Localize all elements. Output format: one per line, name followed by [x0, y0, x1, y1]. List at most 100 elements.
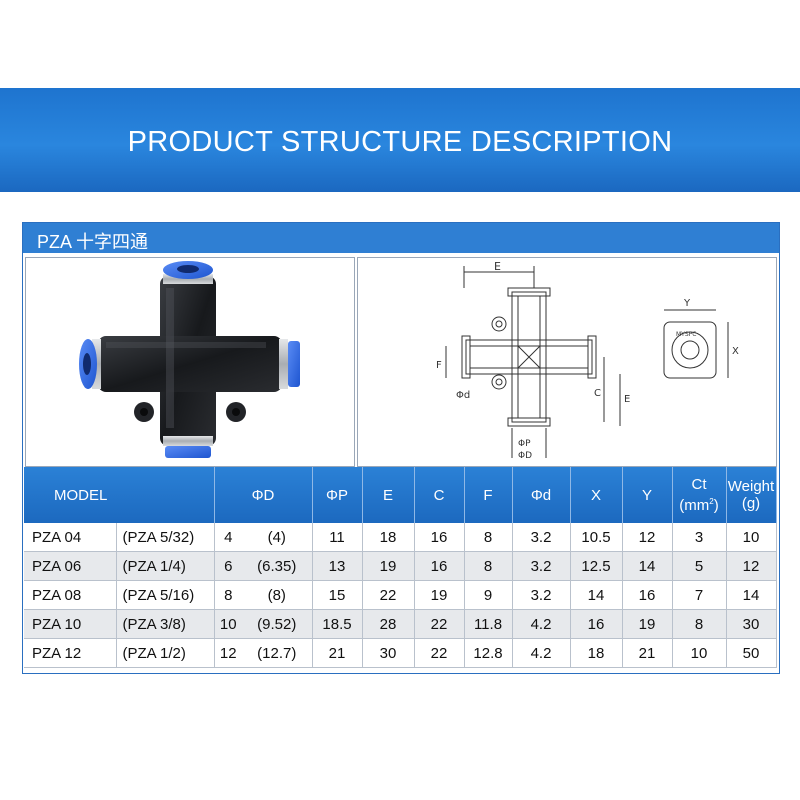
col-e: E [362, 467, 415, 523]
col-weight-line1: Weight [727, 478, 775, 495]
cell-model-inch: (PZA 3/8) [116, 609, 215, 639]
cell-model: PZA 12 [24, 638, 117, 668]
cell-e: 22 [362, 580, 415, 610]
cell-x: 10.5 [570, 523, 623, 552]
cell-d: 4 [214, 523, 242, 552]
cell-p: 21 [312, 638, 363, 668]
cell-model-inch: (PZA 1/2) [116, 638, 215, 668]
cell-d: 12 [214, 638, 242, 668]
cell-phid: 3.2 [512, 580, 571, 610]
dim-phid: Φd [456, 390, 470, 401]
col-x: X [570, 467, 623, 523]
cell-ct: 5 [672, 551, 727, 581]
cell-p: 11 [312, 523, 363, 552]
cell-model: PZA 10 [24, 609, 117, 639]
cell-f: 8 [464, 551, 513, 581]
col-weight-line2: (g) [741, 495, 761, 512]
cell-d-inch: (8) [242, 580, 313, 610]
cell-p: 13 [312, 551, 363, 581]
cell-phid: 3.2 [512, 523, 571, 552]
cell-ct: 10 [672, 638, 727, 668]
cell-d-inch: (4) [242, 523, 313, 552]
cell-weight: 50 [726, 638, 777, 668]
dimension-drawing: E F Φd [436, 260, 739, 461]
col-phi-d: ΦD [214, 467, 313, 523]
cell-f: 12.8 [464, 638, 513, 668]
product-header: PZA 十字四通 [23, 223, 779, 253]
cell-model-inch: (PZA 5/16) [116, 580, 215, 610]
cell-x: 12.5 [570, 551, 623, 581]
cell-model: PZA 08 [24, 580, 117, 610]
cell-ct: 3 [672, 523, 727, 552]
cell-x: 16 [570, 609, 623, 639]
cell-d: 6 [214, 551, 242, 581]
cell-model: PZA 06 [24, 551, 117, 581]
product-title: PZA 十字四通 [37, 232, 149, 252]
cell-x: 14 [570, 580, 623, 610]
cell-e: 19 [362, 551, 415, 581]
cell-y: 12 [622, 523, 673, 552]
cell-p: 18.5 [312, 609, 363, 639]
cell-phid: 4.2 [512, 609, 571, 639]
cell-c: 19 [414, 580, 465, 610]
cell-c: 22 [414, 609, 465, 639]
cell-model: PZA 04 [24, 523, 117, 552]
cell-d: 8 [214, 580, 242, 610]
cell-d-inch: (6.35) [242, 551, 313, 581]
col-ct-close: ) [713, 497, 719, 514]
cell-weight: 10 [726, 523, 777, 552]
cell-c: 22 [414, 638, 465, 668]
brand-mark: MYSPC [676, 331, 696, 338]
col-ct: Ct (mm2) [672, 467, 727, 523]
dim-e-top: E [494, 260, 501, 273]
cell-ct: 8 [672, 609, 727, 639]
cell-f: 9 [464, 580, 513, 610]
cell-d-inch: (9.52) [242, 609, 313, 639]
cell-ct: 7 [672, 580, 727, 610]
cell-y: 21 [622, 638, 673, 668]
col-phi-p: ΦP [312, 467, 363, 523]
dim-phid-bottom: ΦD [518, 451, 532, 461]
col-y: Y [622, 467, 673, 523]
product-photo-panel [25, 257, 355, 467]
cell-f: 8 [464, 523, 513, 552]
col-ct-sup: 2 [709, 497, 714, 506]
dim-y: Y [683, 298, 691, 309]
cell-d: 10 [214, 609, 242, 639]
col-phid-small: Φd [512, 467, 571, 523]
dim-x: X [732, 346, 739, 357]
col-f: F [464, 467, 513, 523]
cell-e: 18 [362, 523, 415, 552]
cell-weight: 30 [726, 609, 777, 639]
cell-p: 15 [312, 580, 363, 610]
spec-table: MODEL ΦD ΦP E C F Φd X Y Ct (mm2) Weight… [24, 467, 777, 668]
cell-phid: 4.2 [512, 638, 571, 668]
dim-phip: ΦP [518, 439, 531, 449]
dim-c: C [594, 388, 601, 399]
dim-f: F [436, 360, 442, 371]
table-header-row: MODEL ΦD ΦP E C F Φd X Y Ct (mm2) Weight… [24, 467, 777, 523]
cell-c: 16 [414, 551, 465, 581]
cell-d-inch: (12.7) [242, 638, 313, 668]
header-banner: PRODUCT STRUCTURE DESCRIPTION [0, 88, 800, 192]
cell-e: 30 [362, 638, 415, 668]
cell-weight: 14 [726, 580, 777, 610]
col-model: MODEL [24, 467, 215, 523]
col-ct-line2: (mm [679, 497, 710, 514]
technical-drawing-panel: E F Φd [357, 257, 777, 467]
col-weight: Weight (g) [726, 467, 777, 523]
cell-y: 16 [622, 580, 673, 610]
cell-x: 18 [570, 638, 623, 668]
cell-phid: 3.2 [512, 551, 571, 581]
cell-e: 28 [362, 609, 415, 639]
cell-y: 19 [622, 609, 673, 639]
product-card: PZA 十字四通 [22, 222, 780, 674]
cell-y: 14 [622, 551, 673, 581]
cell-model-inch: (PZA 1/4) [116, 551, 215, 581]
cell-f: 11.8 [464, 609, 513, 639]
